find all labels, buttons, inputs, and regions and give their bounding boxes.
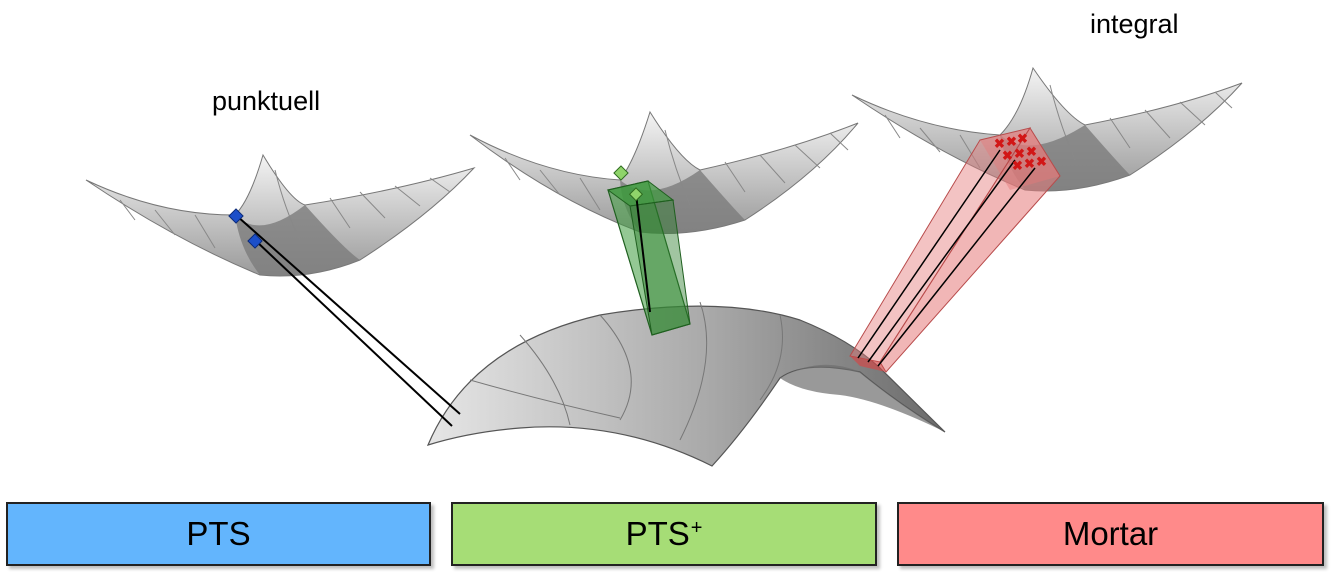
pts-marker [247, 233, 263, 249]
pts-projection-lines [236, 215, 461, 427]
pts-box-text: PTS [186, 515, 251, 552]
label-punktuell: punktuell [212, 86, 321, 116]
pts-plus-marker [613, 165, 629, 181]
mortar-marker: ✖ [1036, 154, 1047, 169]
mortar-marker: ✖ [994, 136, 1005, 151]
pts-plus-prism [606, 165, 691, 336]
mortar-marker: ✖ [1006, 134, 1017, 149]
pts-markers [228, 208, 263, 249]
mortar-marker: ✖ [1012, 158, 1023, 173]
pts-plus-box-text: PTS [625, 515, 690, 552]
pts-marker [228, 208, 244, 224]
left-upper-surface [85, 153, 476, 277]
pts-plus-box: PTS+ [451, 502, 877, 566]
mortar-marker: ✖ [1002, 148, 1013, 163]
pts-plus-marker [628, 187, 644, 202]
mortar-marker: ✖ [1014, 146, 1025, 161]
mortar-marker: ✖ [1026, 144, 1037, 159]
mortar-markers: ✖ ✖ ✖ ✖ ✖ ✖ ✖ ✖ ✖ [994, 131, 1047, 173]
lower-surface [426, 301, 946, 467]
mortar-marker: ✖ [1024, 156, 1035, 171]
mortar-beam: ✖ ✖ ✖ ✖ ✖ ✖ ✖ ✖ ✖ [849, 127, 1061, 373]
pts-plus-superscript: + [690, 516, 703, 539]
label-integral: integral [1090, 9, 1179, 39]
mortar-box-text: Mortar [1062, 515, 1159, 552]
mortar-box: Mortar [897, 502, 1324, 566]
mortar-marker: ✖ [1017, 131, 1028, 146]
pts-box: PTS [6, 502, 431, 566]
